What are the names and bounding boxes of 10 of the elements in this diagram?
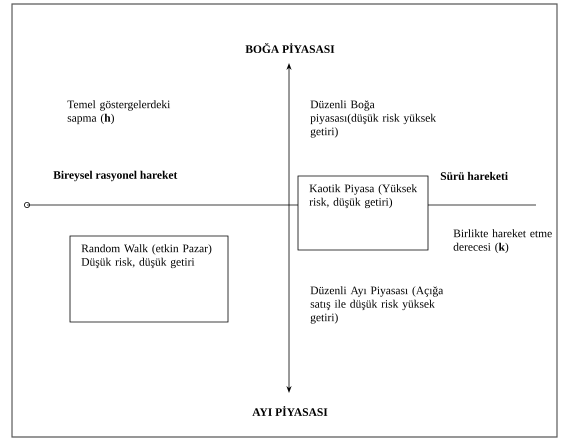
axis-label: Bireysel rasyonel hareket bbox=[53, 170, 178, 182]
axis-label: BOĞA PİYASASI bbox=[246, 42, 334, 54]
axis-label: Sürü hareketi bbox=[440, 172, 508, 180]
text-box: Random Walk (etkin Pazar) Düşük risk, düşük getiri bbox=[70, 236, 228, 322]
axis-label: AYI PİYASASI bbox=[252, 406, 328, 416]
note-text: Temel göstergelerdeki sapma (h) bbox=[67, 100, 170, 124]
text-box: Kaotik Piyasa (Yüksek risk, düşük getiri) bbox=[298, 176, 428, 250]
note-text: Birlikte hareket etme derecesi (k) bbox=[454, 229, 552, 254]
note-text: Düzenli Ayı Piyasası (Açığa satış ile düşük risk yüksek getiri) bbox=[310, 286, 444, 324]
note-text: Düzenli Boğa piyasası(düşük risk yüksek getiri) bbox=[310, 100, 436, 138]
